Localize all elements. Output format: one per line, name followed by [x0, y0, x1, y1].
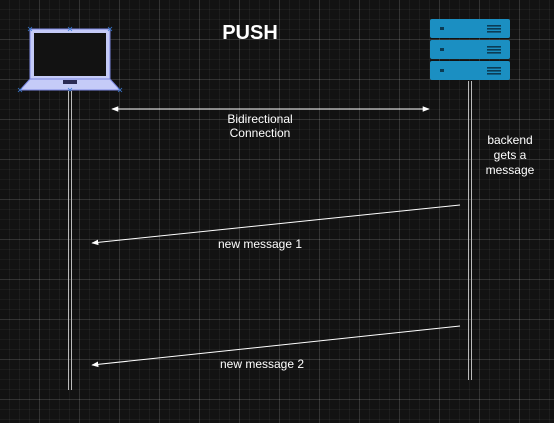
server-icon [430, 19, 510, 80]
connection-label-line: Connection [229, 126, 291, 140]
message-1-arrow [91, 204, 461, 246]
message-2-arrow [91, 325, 461, 368]
backend-note: backend gets a message [474, 133, 546, 178]
connection-label-line: Bidirectional [227, 112, 293, 126]
backend-note-line: gets a [493, 148, 527, 162]
diagram-title: PUSH [222, 22, 278, 44]
backend-note-line: message [485, 163, 535, 177]
server-lifeline [468, 81, 472, 380]
message-1-label: new message 1 [217, 237, 303, 251]
laptop-icon [17, 26, 123, 93]
connection-label: Bidirectional Connection [190, 112, 330, 140]
backend-note-line: backend [487, 133, 533, 147]
client-lifeline [68, 91, 72, 390]
message-2-label: new message 2 [219, 357, 305, 371]
